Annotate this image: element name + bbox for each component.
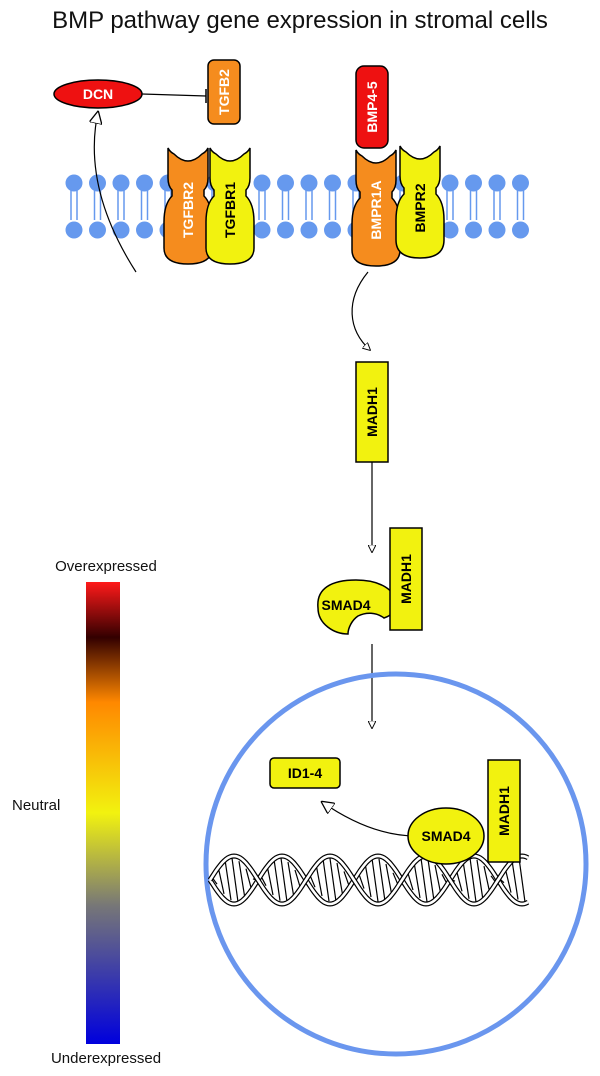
- arrow-to-dcn: [94, 112, 137, 273]
- madh1-complex-label: MADH1: [398, 554, 414, 604]
- smad4-complex-label: SMAD4: [321, 597, 370, 613]
- bmp4-5-label: BMP4-5: [364, 81, 380, 133]
- expression-legend: Overexpressed Neutral Underexpressed: [12, 558, 161, 1067]
- arrow-bmpr1a-to-madh1: [351, 271, 370, 350]
- tgfbr1-label: TGFBR1: [222, 182, 238, 238]
- inhibition-dcn-tgfb2: [141, 89, 207, 103]
- bmpr2-label: BMPR2: [412, 183, 428, 232]
- tgfbr2-label: TGFBR2: [180, 182, 196, 238]
- nucleus-circle-icon: [203, 671, 589, 1057]
- id1-4-label: ID1-4: [288, 765, 322, 781]
- legend-overexpressed: Overexpressed: [55, 558, 157, 575]
- dcn-node: DCN: [53, 79, 143, 109]
- tgfbr2-receptor: TGFBR2: [163, 147, 213, 265]
- madh1-nuclear-label: MADH1: [496, 786, 512, 836]
- id1-4-node: ID1-4: [269, 757, 341, 789]
- tgfb2-node: TGFB2: [207, 59, 241, 125]
- bmpr2-receptor: BMPR2: [395, 145, 445, 259]
- bmpr1a-receptor: BMPR1A: [351, 149, 401, 267]
- dcn-label: DCN: [83, 86, 113, 102]
- bmp4-5-node: BMP4-5: [355, 65, 389, 149]
- figure-title: BMP pathway gene expression in stromal c…: [52, 7, 548, 34]
- madh1-cytoplasm-node: MADH1: [355, 361, 389, 463]
- smad4-madh1-complex: SMAD4 MADH1: [317, 527, 423, 635]
- arrow-to-id1-4: [322, 802, 417, 837]
- madh1-cytoplasm-label: MADH1: [364, 387, 380, 437]
- membrane-bilayer-icon: [65, 174, 529, 239]
- smad4-nuclear-label: SMAD4: [421, 828, 470, 844]
- dna-helix-icon: [207, 853, 530, 907]
- legend-underexpressed: Underexpressed: [51, 1050, 161, 1067]
- tgfb2-label: TGFB2: [216, 69, 232, 115]
- tgfbr1-receptor: TGFBR1: [205, 147, 255, 265]
- bmpr1a-label: BMPR1A: [368, 180, 384, 239]
- smad4-madh1-nuclear-complex: SMAD4 MADH1: [407, 759, 521, 865]
- legend-color-bar: [86, 582, 120, 1044]
- legend-neutral: Neutral: [12, 797, 60, 814]
